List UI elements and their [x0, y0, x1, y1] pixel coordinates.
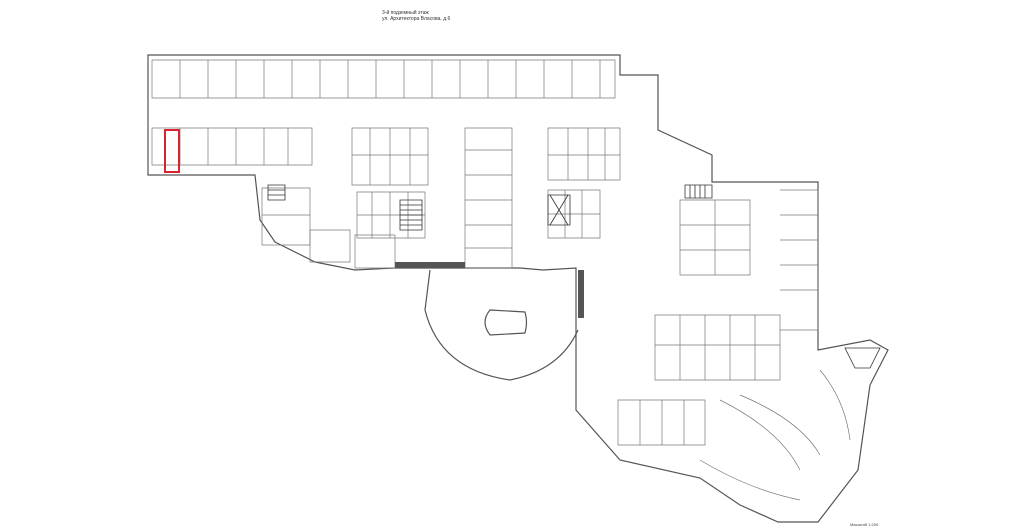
circular-ramp-outline — [424, 269, 579, 381]
scale-note: Масштаб 1:200 — [850, 522, 879, 527]
parking-grid — [151, 59, 851, 501]
ramp-tongue — [484, 309, 528, 336]
plan-title-floor: 3-й подземный этаж — [382, 10, 429, 16]
highlighted-parking-space[interactable] — [164, 129, 180, 173]
plan-title-address: ул. Архитектора Власова, д.6 — [382, 16, 451, 22]
plan-title: 3-й подземный этаж ул. Архитектора Власо… — [382, 10, 450, 22]
outer-walls — [147, 54, 889, 523]
stair-cores — [267, 184, 881, 369]
building-outline — [147, 54, 889, 523]
